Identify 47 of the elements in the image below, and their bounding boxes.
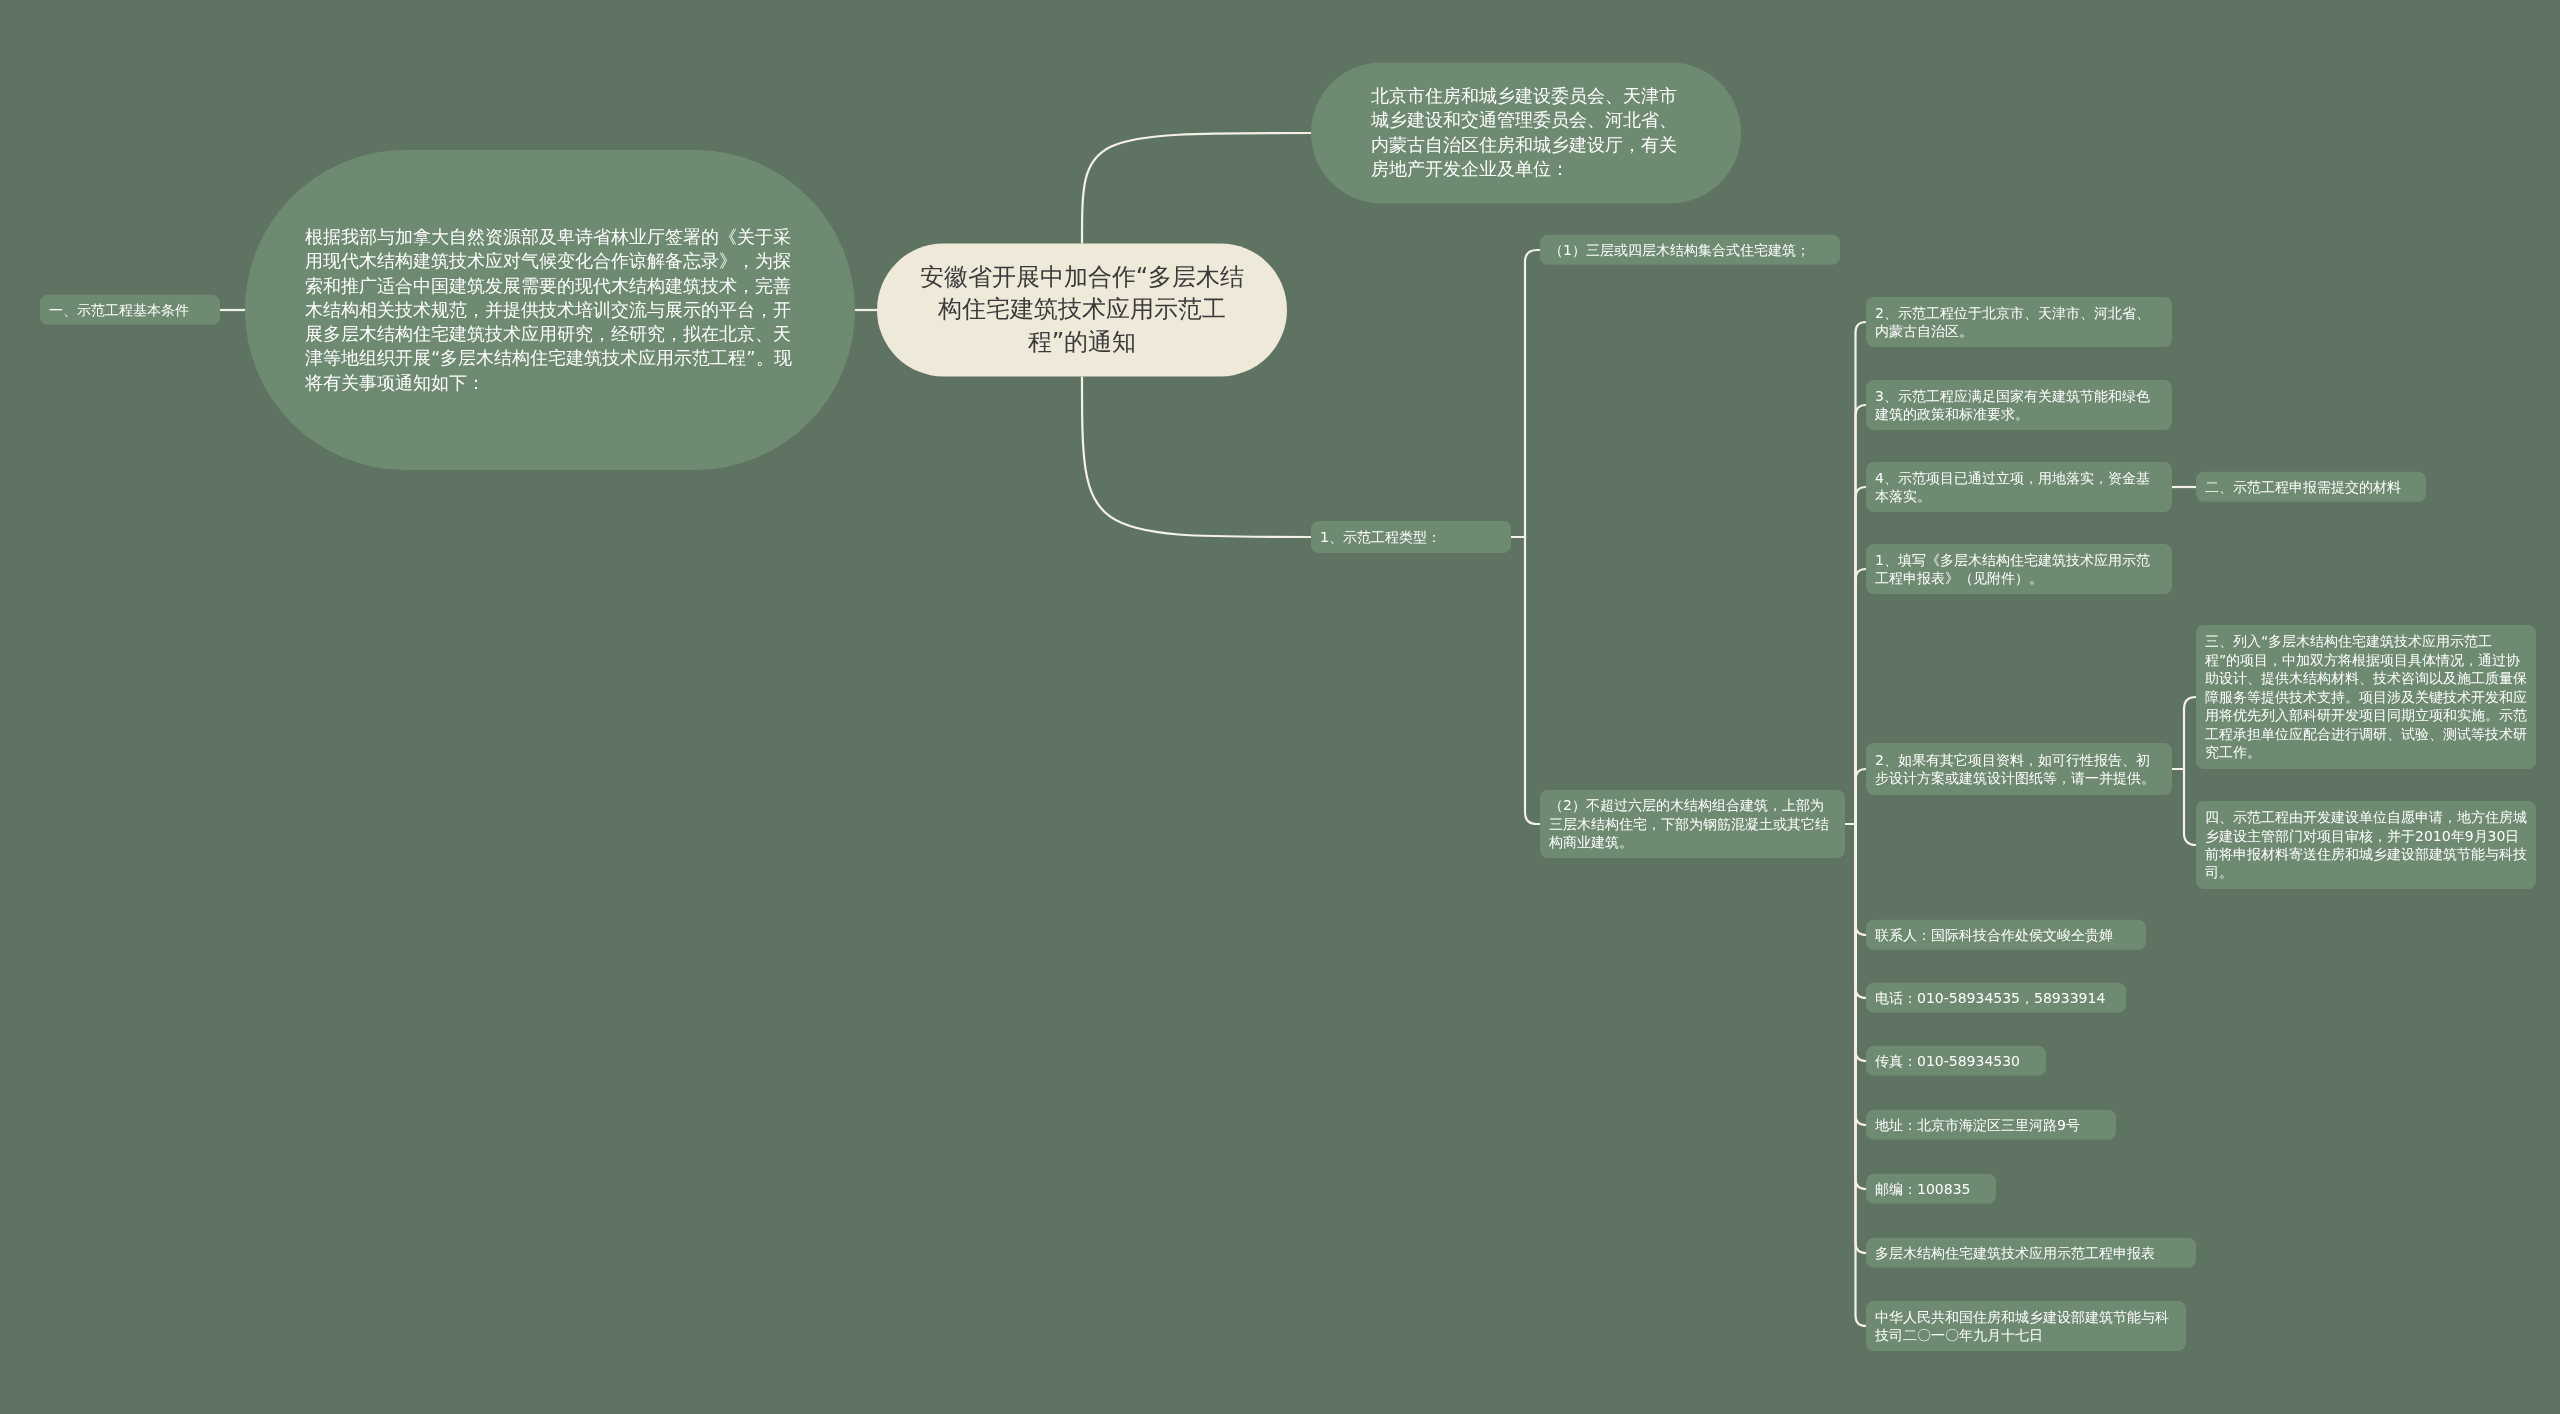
- connector-line: [2172, 767, 2198, 847]
- node-text: 多层木结构住宅建筑技术应用示范工程申报表: [1875, 1243, 2156, 1263]
- node-text: 一、示范工程基本条件: [49, 300, 190, 320]
- node-text: 4、示范项目已通过立项，用地落实，资金基本落实。: [1875, 468, 2151, 506]
- branch-node: [1866, 380, 2172, 430]
- branch-node: [1866, 1301, 2186, 1351]
- node-text: 安徽省开展中加合作“多层木结构住宅建筑技术应用示范工程”的通知: [918, 262, 1246, 359]
- node-text: 二、示范工程申报需提交的材料: [2205, 477, 2402, 497]
- node-text: 四、示范工程由开发建设单位自愿申请，地方住房城乡建设主管部门对项目审核，并于2010年9月30日前将申报材料寄送住房和城乡建设部建筑节能与科技司。: [2205, 808, 2527, 882]
- node-text: （2）不超过六层的木结构组合建筑，上部为三层木结构住宅，下部为钢筋混凝土或其它结构商业建筑。: [1549, 796, 1830, 852]
- node-text: 三、列入“多层木结构住宅建筑技术应用示范工程”的项目，中加双方将根据项目具体情况，通过协助设计、提供木结构材料、技术咨询以及施工质量保障服务等提供技术支持。项目涉及关键技术开发和应用将优先列入部科研开发项目同期立项和实施。示范工程承担单位应配合进行调研、试验、测试等技术研究工作。: [2205, 632, 2527, 762]
- connector-line: [1080, 131, 1311, 244]
- node-text: 3、示范工程应满足国家有关建筑节能和绿色建筑的政策和标准要求。: [1875, 386, 2151, 424]
- node-text: 传真：010-58934530: [1875, 1051, 2022, 1071]
- branch-node: [1866, 982, 2126, 1014]
- node-text: 根据我部与加拿大自然资源部及卑诗省林业厅签署的《关于采用现代木结构建筑技术应对气候变化合作谅解备忘录》，为探索和推广适合中国建筑发展需要的现代木结构建筑技术，完善木结构相关技术规范，并提供技术培训交流与展示的平台，开展多层木结构住宅建筑技术应用研究，经研究，拟在北京、天津等地组织开展“多层木结构住宅建筑技术应用示范工程”。现将有关事项通知如下：: [305, 224, 793, 395]
- connector-line: [220, 308, 245, 312]
- node-text: 2、如果有其它项目资料，如可行性报告、初步设计方案或建筑设计图纸等，请一并提供。: [1875, 750, 2156, 788]
- connector-line: [2172, 485, 2196, 489]
- node-text: 1、示范工程类型：: [1320, 527, 1442, 547]
- branch-node: [1866, 462, 2172, 512]
- node-text: （1）三层或四层木结构集合式住宅建筑；: [1549, 240, 1811, 260]
- branch-node: [1866, 919, 2146, 951]
- node-text: 1、填写《多层木结构住宅建筑技术应用示范工程申报表》（见附件）。: [1875, 550, 2151, 588]
- node-text: 电话：010-58934535，58933914: [1875, 988, 2107, 1008]
- node-text: 北京市住房和城乡建设委员会、天津市城乡建设和交通管理委员会、河北省、内蒙古自治区住房和城乡建设厅，有关房地产开发企业及单位：: [1371, 84, 1678, 182]
- node-text: 2、示范工程位于北京市、天津市、河北省、内蒙古自治区。: [1875, 303, 2151, 341]
- branch-node: [1866, 297, 2172, 347]
- branch-node: [1866, 544, 2172, 594]
- branch-node: [1540, 790, 1845, 858]
- connector-line: [855, 308, 877, 312]
- branch-node: [1540, 234, 1840, 266]
- branch-node: [2196, 801, 2536, 889]
- branch-node: [1866, 1237, 2196, 1269]
- node-text: 地址：北京市海淀区三里河路9号: [1875, 1115, 2081, 1135]
- connector-line: [1511, 535, 1540, 826]
- node-text: 中华人民共和国住房和城乡建设部建筑节能与科技司二〇一〇年九月十七日: [1875, 1307, 2170, 1345]
- branch-node: [1866, 1109, 2116, 1141]
- node-text: 邮编：100835: [1875, 1179, 1972, 1199]
- branch-node: [40, 294, 220, 326]
- branch-node: [2196, 471, 2426, 503]
- branch-node: [1866, 743, 2172, 795]
- connector-line: [1080, 376, 1311, 539]
- branch-node: [1311, 521, 1511, 553]
- branch-node: [1866, 1173, 1996, 1205]
- node-text: 联系人：国际科技合作处侯文峻仝贵婵: [1875, 925, 2114, 945]
- branch-node: [1866, 1045, 2046, 1077]
